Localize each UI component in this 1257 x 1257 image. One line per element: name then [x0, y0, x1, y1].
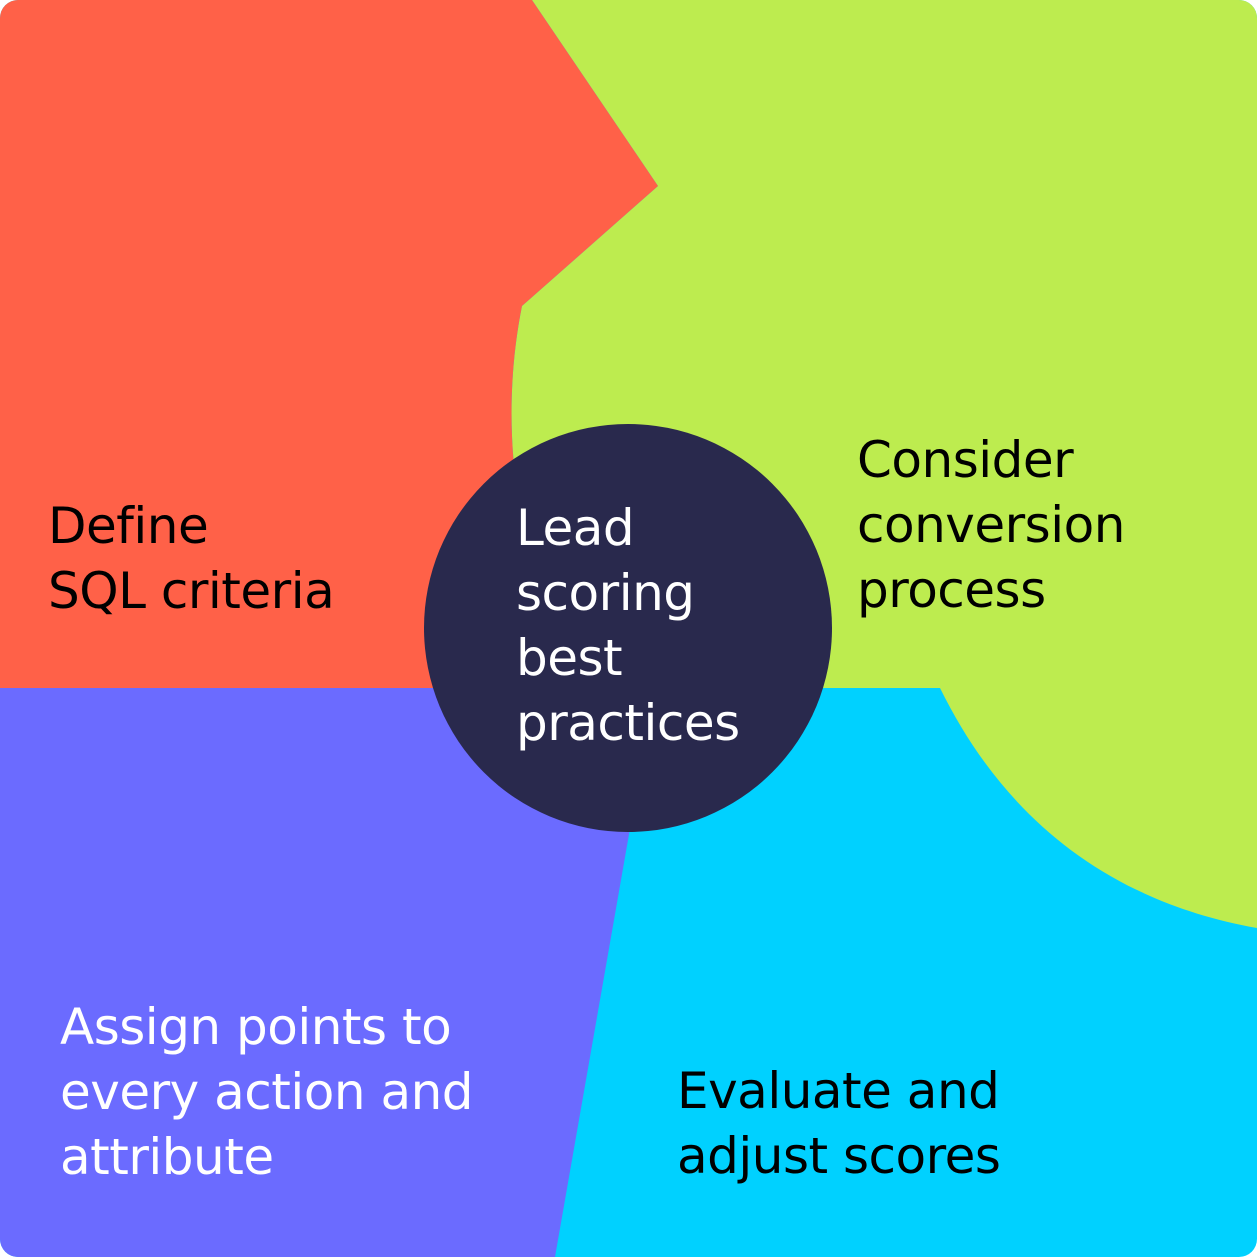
center-circle [424, 424, 832, 832]
assign-points-label: Assign points to every action and attrib… [60, 998, 474, 1186]
evaluate-adjust-scores-label: Evaluate and adjust scores [677, 1062, 1001, 1185]
quadrant-consider-shape [511, 0, 1257, 928]
quadrant-assign-shape [0, 688, 635, 1257]
center-title-label: Lead scoring best practices [516, 499, 740, 752]
define-sql-criteria-label: Define SQL criteria [48, 497, 335, 620]
consider-conversion-process-label: Consider conversion process [857, 431, 1125, 619]
